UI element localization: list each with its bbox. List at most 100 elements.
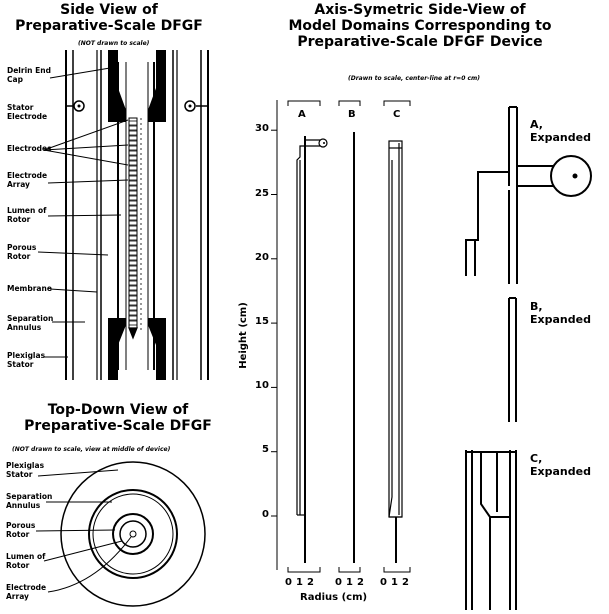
y-tick-25: 25	[255, 188, 269, 199]
x-tick-c-0: 0	[380, 577, 387, 588]
column-label-b: B	[348, 109, 356, 120]
electrode-array	[128, 117, 142, 340]
electrode-array-cell	[128, 310, 138, 316]
electrode-array-cell	[128, 245, 138, 251]
x-tick-c-1: 1	[391, 577, 398, 588]
y-tick-30: 30	[255, 123, 269, 134]
electrode-array-cell	[128, 250, 138, 256]
x-tick-b-0: 0	[335, 577, 342, 588]
electrode-array-cell	[128, 140, 138, 146]
label-a-expanded: A,Expanded	[530, 118, 591, 144]
top-view-title-line1: Top-Down View of	[47, 402, 189, 418]
electrode-array-cell	[128, 210, 138, 216]
electrode-array-cell	[128, 290, 138, 296]
electrode-array-cell	[128, 165, 138, 171]
c-expanded-detail	[465, 450, 517, 610]
electrode-array-cell	[128, 240, 138, 246]
axis-chart	[271, 100, 411, 573]
domain-a	[296, 136, 328, 563]
electrode-array-cell	[128, 295, 138, 301]
axis-view-title: Axis-Symetric Side-View of Model Domains…	[250, 2, 590, 50]
electrode-array-cell	[128, 170, 138, 176]
electrode-array-cell	[128, 265, 138, 271]
x-tick-a-2: 2	[307, 577, 314, 588]
y-tick-0: 0	[262, 509, 269, 520]
y-tick-5: 5	[262, 444, 269, 455]
electrode-array-cell	[128, 185, 138, 191]
electrode-array-cell	[128, 130, 138, 136]
axis-view-title-line3: Preparative-Scale DFGF Device	[297, 34, 543, 50]
top-view-device	[35, 461, 206, 607]
label-electrodes: Electrodes	[7, 144, 52, 153]
electrode-array-cell	[128, 320, 138, 326]
electrode-array-cell	[128, 215, 138, 221]
top-view-title: Top-Down View of Preparative-Scale DFGF	[0, 402, 236, 434]
label-membrane: Membrane	[7, 284, 52, 293]
electrode-array-cell	[128, 315, 138, 321]
axis-view-title-line2: Model Domains Corresponding to	[288, 18, 552, 34]
stator-electrodes	[66, 100, 208, 112]
side-view-pointers	[37, 67, 129, 358]
electrode-array-cell	[128, 230, 138, 236]
electrode-array-cell	[128, 155, 138, 161]
delrin-end-caps	[108, 50, 166, 380]
electrode-array-cell	[128, 135, 138, 141]
electrode-array-cell	[128, 235, 138, 241]
electrode-array-cell	[128, 120, 138, 126]
y-tick-20: 20	[255, 252, 269, 263]
side-view-note: (NOT drawn to scale)	[78, 40, 150, 47]
x-axis-label: Radius (cm)	[300, 592, 368, 603]
electrode-array-cell	[128, 220, 138, 226]
top-view-note: (NOT drawn to scale, view at middle of d…	[12, 446, 171, 453]
x-tick-b-2: 2	[357, 577, 364, 588]
electrode-array-cell	[128, 255, 138, 261]
electrode-array-cell	[128, 150, 138, 156]
electrode-array-cell	[128, 190, 138, 196]
b-expanded-detail	[508, 297, 517, 422]
label-b-expanded: B,Expanded	[530, 300, 591, 326]
electrode-array-cell	[128, 285, 138, 291]
electrode-array-cell	[128, 260, 138, 266]
electrode-array-cell	[128, 200, 138, 206]
x-tick-a-0: 0	[285, 577, 292, 588]
electrode-array-cell	[128, 270, 138, 276]
x-tick-a-1: 1	[296, 577, 303, 588]
electrode-array-cell	[128, 280, 138, 286]
electrode-array-cell	[128, 195, 138, 201]
electrode-array-cell	[128, 225, 138, 231]
electrode-array-cell	[128, 205, 138, 211]
y-tick-10: 10	[255, 380, 269, 391]
side-view-title-line2: Preparative-Scale DFGF	[15, 18, 203, 34]
x-tick-b-1: 1	[346, 577, 353, 588]
side-view-title: Side View of Preparative-Scale DFGF	[0, 2, 218, 34]
y-tick-15: 15	[255, 316, 269, 327]
electrode-array-cell	[128, 275, 138, 281]
electrode-array-cell	[128, 125, 138, 131]
electrode-array-cell	[128, 175, 138, 181]
electrode-array-cell	[128, 305, 138, 311]
electrode-array-cell	[128, 180, 138, 186]
x-tick-c-2: 2	[402, 577, 409, 588]
column-label-c: C	[393, 109, 401, 120]
axis-view-note: (Drawn to scale, center-line at r=0 cm)	[348, 75, 481, 82]
side-view-title-line1: Side View of	[60, 2, 158, 18]
axis-view-title-line1: Axis-Symetric Side-View of	[314, 2, 526, 18]
domain-c	[388, 140, 403, 563]
column-label-a: A	[298, 109, 306, 120]
electrode-array-cell	[128, 145, 138, 151]
electrode-array-cell	[128, 300, 138, 306]
top-view-title-line2: Preparative-Scale DFGF	[24, 418, 212, 434]
